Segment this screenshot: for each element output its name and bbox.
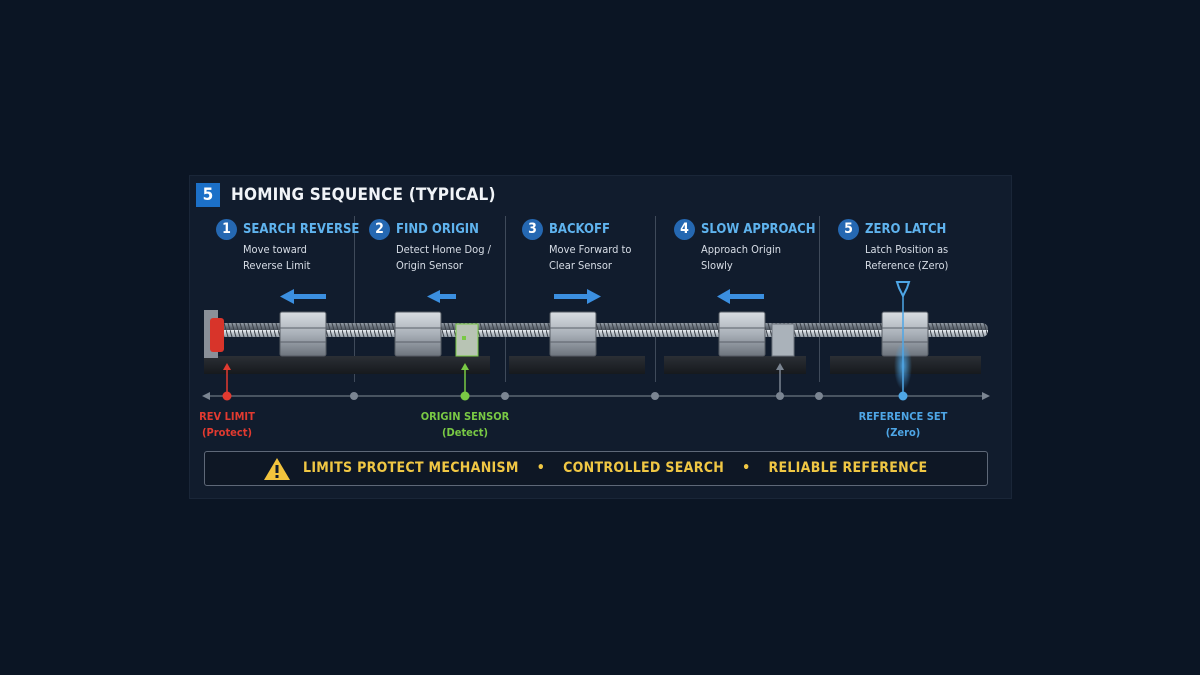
step-description: Approach Origin Slowly [701, 243, 782, 272]
step-title: SEARCH REVERSE [243, 222, 360, 237]
rev-limit-label: REV LIMIT (Protect) [177, 409, 277, 441]
direction-arrow-icon [717, 289, 764, 304]
separator-dot: • [742, 460, 751, 476]
section-number-badge: 5 [196, 183, 220, 207]
reference-dot [898, 391, 908, 401]
section-title: HOMING SEQUENCE (TYPICAL) [231, 185, 496, 205]
homing-sequence-panel: 5 HOMING SEQUENCE (TYPICAL) 1 SEARCH REV… [189, 175, 1012, 499]
step-divider [819, 216, 820, 382]
lead-screw [218, 323, 988, 337]
reference-set-title: REFERENCE SET [858, 410, 948, 423]
latch-icon [895, 281, 911, 299]
base-rail [509, 356, 645, 374]
rev-limit-switch [210, 318, 224, 352]
step-divider [354, 216, 355, 382]
rev-limit-sub: (Protect) [201, 426, 253, 439]
summary-item-limits: LIMITS PROTECT MECHANISM [303, 460, 519, 476]
rev-limit-dot [222, 391, 232, 401]
step-number: 1 [216, 219, 237, 240]
summary-item-search: CONTROLLED SEARCH [563, 460, 725, 476]
direction-arrow-icon [427, 290, 456, 303]
summary-text: LIMITS PROTECT MECHANISM • CONTROLLED SEAR… [303, 460, 927, 476]
origin-sensor [771, 323, 795, 357]
step-divider [505, 216, 506, 382]
origin-sensor-led [462, 336, 466, 340]
direction-arrow-icon [280, 289, 326, 304]
step-number: 5 [838, 219, 859, 240]
step-description: Move Forward to Clear Sensor [549, 243, 632, 272]
step-title: SLOW APPROACH [701, 222, 816, 237]
step-divider [655, 216, 656, 382]
sensor-pointer-head [776, 363, 784, 370]
axis-tick-dots [350, 392, 823, 400]
rev-limit-pointer-head [223, 363, 231, 370]
step-description: Move toward Reverse Limit [243, 243, 311, 272]
step-number: 2 [369, 219, 390, 240]
origin-pointer-head [461, 363, 469, 370]
origin-sensor-label: ORIGIN SENSOR (Detect) [405, 409, 525, 441]
step-number: 3 [522, 219, 543, 240]
separator-dot: • [536, 460, 546, 476]
summary-item-reference: RELIABLE REFERENCE [768, 460, 928, 476]
origin-dot [460, 391, 470, 401]
carriage-block [279, 311, 327, 357]
origin-sensor-title: ORIGIN SENSOR [420, 410, 510, 423]
base-rail [204, 356, 490, 374]
origin-sensor-sub: (Detect) [441, 426, 489, 439]
step-description: Latch Position as Reference (Zero) [865, 243, 949, 272]
step-title: BACKOFF [549, 222, 610, 237]
summary-banner: LIMITS PROTECT MECHANISM • CONTROLLED SEAR… [204, 451, 988, 486]
step-description: Detect Home Dog / Origin Sensor [396, 243, 491, 272]
step-number: 4 [674, 219, 695, 240]
axis-arrow-right [982, 392, 990, 400]
origin-sensor [455, 323, 479, 357]
warning-triangle-icon [264, 458, 290, 480]
direction-arrow-icon [554, 289, 601, 304]
carriage-block [549, 311, 597, 357]
carriage-block [718, 311, 766, 357]
reference-set-label: REFERENCE SET (Zero) [843, 409, 963, 441]
step-title: FIND ORIGIN [396, 222, 479, 237]
ball-screw-mechanism [202, 281, 990, 401]
carriage-block [394, 311, 442, 357]
step-title: ZERO LATCH [865, 222, 947, 237]
axis-arrow-left [202, 392, 210, 400]
reference-set-sub: (Zero) [885, 426, 921, 439]
rev-limit-title: REV LIMIT [199, 410, 255, 423]
base-rail [664, 356, 806, 374]
